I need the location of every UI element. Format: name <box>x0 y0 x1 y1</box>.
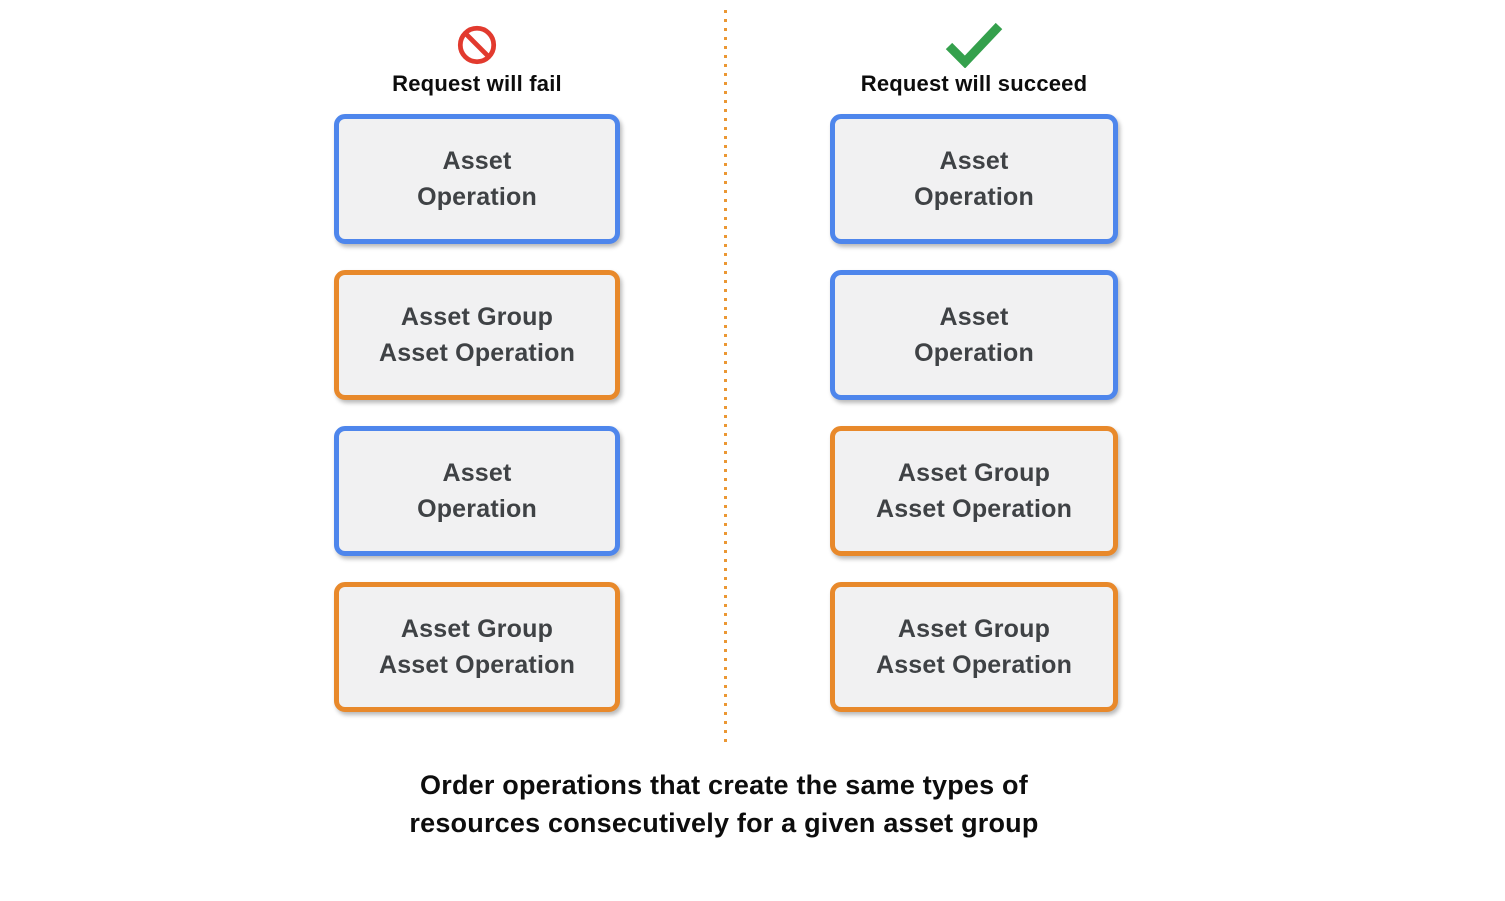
diagram-caption: Order operations that create the same ty… <box>362 766 1086 842</box>
caption-line: Order operations that create the same ty… <box>420 770 1028 800</box>
flow-box-label-line: Operation <box>417 495 537 523</box>
flow-box-label-line: Asset <box>442 459 512 487</box>
flow-box-asset-operation: Asset Operation <box>830 270 1118 400</box>
checkmark-icon <box>945 22 1003 68</box>
fail-column-title: Request will fail <box>392 71 562 96</box>
success-column-title: Request will succeed <box>860 71 1088 96</box>
dotted-divider <box>724 10 727 746</box>
flow-box-asset-operation: Asset Operation <box>334 114 620 244</box>
flow-box-label-line: Operation <box>914 339 1034 367</box>
flow-box-label-line: Asset Operation <box>378 339 576 367</box>
success-column: Request will succeed Asset Operation Ass… <box>830 22 1118 712</box>
flow-box-asset-operation: Asset Operation <box>334 426 620 556</box>
flow-box-label-line: Asset Group <box>897 615 1051 643</box>
flow-box-label-line: Asset <box>939 303 1009 331</box>
flow-box-label-line: Asset Operation <box>875 495 1073 523</box>
flow-box-label-line: Asset Operation <box>378 651 576 679</box>
flow-box-asset-operation: Asset Operation <box>830 114 1118 244</box>
flow-box-asset-group-asset-operation: Asset Group Asset Operation <box>830 426 1118 556</box>
flow-box-asset-group-asset-operation: Asset Group Asset Operation <box>830 582 1118 712</box>
flow-box-asset-group-asset-operation: Asset Group Asset Operation <box>334 270 620 400</box>
fail-column: Request will fail Asset Operation Asset … <box>334 22 620 712</box>
flow-box-label-line: Asset <box>442 147 512 175</box>
flow-box-label-line: Operation <box>914 183 1034 211</box>
caption-line: resources consecutively for a given asse… <box>409 808 1039 838</box>
flow-box-label-line: Asset Group <box>400 615 554 643</box>
flow-box-label-line: Asset Group <box>897 459 1051 487</box>
flow-box-label-line: Asset Operation <box>875 651 1073 679</box>
flow-box-label-line: Asset Group <box>400 303 554 331</box>
flow-box-label-line: Operation <box>417 183 537 211</box>
prohibition-icon <box>456 22 498 68</box>
flow-box-label-line: Asset <box>939 147 1009 175</box>
flow-box-asset-group-asset-operation: Asset Group Asset Operation <box>334 582 620 712</box>
